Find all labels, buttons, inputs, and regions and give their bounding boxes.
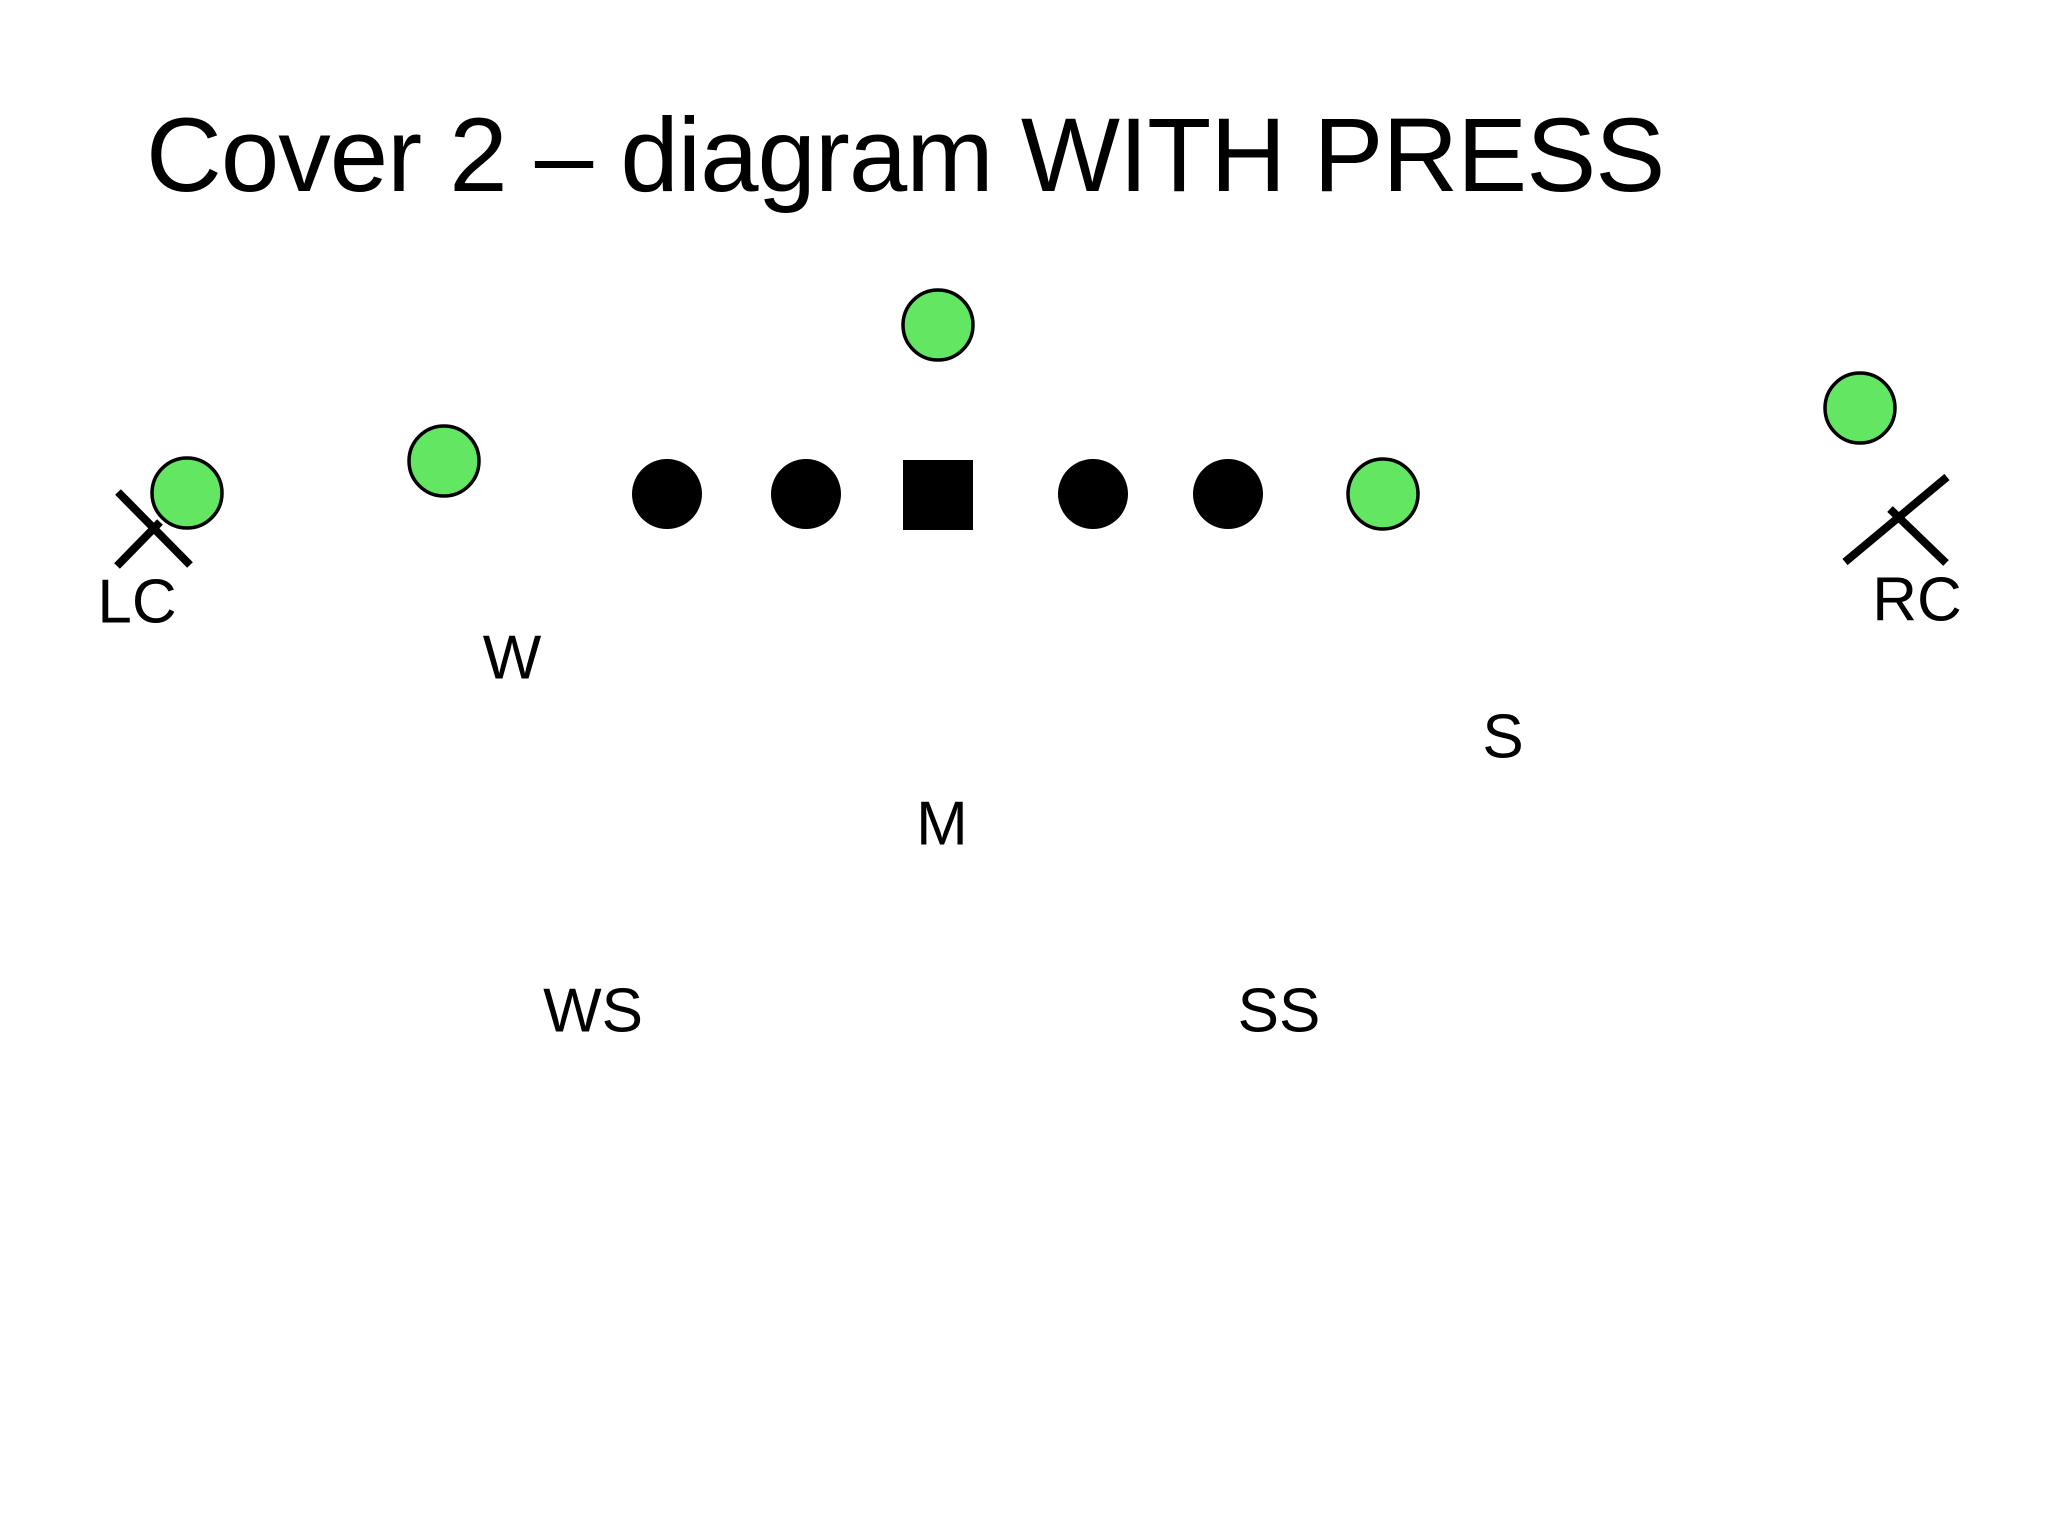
right-wide-receiver-circle <box>1823 371 1897 445</box>
right-press-jam-mark <box>1887 506 1949 566</box>
offense-lineman-circle <box>1193 459 1263 529</box>
offense-lineman-circle <box>771 459 841 529</box>
left-slot-receiver-circle <box>407 424 481 498</box>
offense-lineman-circle <box>1058 459 1128 529</box>
offense-center-square <box>903 460 973 530</box>
slide-title: Cover 2 – diagram WITH PRESS <box>146 97 1665 214</box>
right-tight-end-circle <box>1346 457 1420 531</box>
offense-lineman-circle <box>632 459 702 529</box>
backfield-player-circle <box>901 288 975 362</box>
left-wide-receiver-circle <box>150 456 224 530</box>
left-press-jam-mark <box>114 519 163 569</box>
